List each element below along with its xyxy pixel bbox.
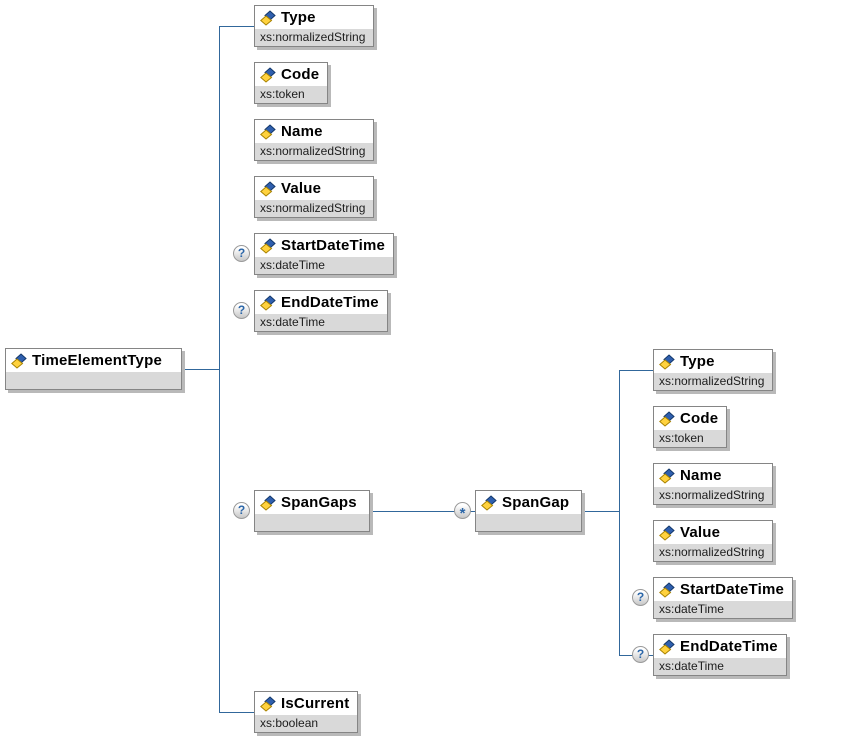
schema-node-l-code[interactable]: Code xs:token — [254, 62, 329, 104]
schema-node-l-enddatetime[interactable]: EndDateTime xs:dateTime? — [233, 290, 388, 332]
node-title-row: Type — [654, 350, 773, 373]
optional-badge: ? — [233, 245, 250, 262]
element-icon — [659, 410, 675, 427]
element-icon — [260, 123, 276, 140]
node-label: StartDateTime — [680, 581, 785, 598]
node-title-row: EndDateTime — [654, 635, 786, 658]
element-icon — [260, 180, 276, 197]
node-type-strip — [6, 372, 181, 389]
node-label: EndDateTime — [281, 294, 379, 311]
node-title-row: Value — [255, 177, 374, 200]
node-label: IsCurrent — [281, 695, 350, 712]
node-title-row: Code — [654, 407, 727, 430]
node-type-strip: xs:normalizedString — [255, 143, 374, 160]
element-icon — [659, 581, 675, 598]
node-title-row: Type — [255, 6, 374, 29]
node-type-strip: xs:dateTime — [654, 658, 786, 675]
node-type-strip: xs:token — [654, 430, 727, 447]
connector-line — [407, 511, 475, 512]
node-title-row: Name — [654, 464, 773, 487]
schema-node-l-iscurrent[interactable]: IsCurrent xs:boolean — [254, 691, 359, 733]
node-type-strip — [476, 514, 581, 531]
node-label: Type — [281, 9, 316, 26]
connector-line — [582, 511, 620, 512]
node-title-row: SpanGaps — [255, 491, 369, 514]
node-label: SpanGaps — [281, 494, 357, 511]
element-icon — [260, 66, 276, 83]
connector-line — [219, 712, 254, 713]
optional-badge: ? — [632, 589, 649, 606]
element-icon — [260, 9, 276, 26]
optional-badge: ? — [233, 502, 250, 519]
node-type-strip: xs:normalizedString — [255, 29, 374, 46]
node-type-strip: xs:normalizedString — [654, 487, 773, 504]
connector-line — [182, 369, 220, 370]
node-label: Type — [680, 353, 715, 370]
connector-line — [619, 370, 653, 371]
schema-node-root[interactable]: TimeElementType — [5, 348, 182, 390]
schema-node-l-spangaps[interactable]: SpanGaps? — [233, 490, 370, 532]
node-title-row: EndDateTime — [255, 291, 387, 314]
node-label: Code — [281, 66, 320, 83]
schema-node-r-code[interactable]: Code xs:token — [653, 406, 728, 448]
element-icon — [260, 494, 276, 511]
node-label: TimeElementType — [32, 352, 162, 369]
node-type-strip: xs:token — [255, 86, 328, 103]
node-label: Code — [680, 410, 719, 427]
node-label: StartDateTime — [281, 237, 386, 254]
node-type-strip: xs:normalizedString — [654, 544, 773, 561]
element-icon — [659, 467, 675, 484]
node-type-strip: xs:normalizedString — [654, 373, 773, 390]
node-type-strip: xs:dateTime — [654, 601, 793, 618]
repeat-badge: * — [454, 502, 471, 522]
element-icon — [659, 353, 675, 370]
node-title-row: SpanGap — [476, 491, 581, 514]
schema-node-l-type[interactable]: Type xs:normalizedString — [254, 5, 375, 47]
schema-node-r-startdatetime[interactable]: StartDateTime xs:dateTime? — [632, 577, 794, 619]
node-type-strip: xs:dateTime — [255, 257, 394, 274]
element-icon — [659, 524, 675, 541]
node-label: Name — [680, 467, 722, 484]
schema-node-l-startdatetime[interactable]: StartDateTime xs:dateTime? — [233, 233, 395, 275]
element-icon — [260, 695, 276, 712]
node-title-row: Value — [654, 521, 773, 544]
schema-node-l-value[interactable]: Value xs:normalizedString — [254, 176, 375, 218]
connector-line — [219, 26, 220, 713]
node-type-strip: xs:boolean — [255, 715, 358, 732]
node-type-strip — [255, 514, 369, 531]
schema-node-r-value[interactable]: Value xs:normalizedString — [653, 520, 774, 562]
schema-node-r-type[interactable]: Type xs:normalizedString — [653, 349, 774, 391]
connector-line — [219, 26, 254, 27]
node-title-row: Name — [255, 120, 374, 143]
optional-badge: ? — [632, 646, 649, 663]
node-type-strip: xs:normalizedString — [255, 200, 374, 217]
schema-node-spangap[interactable]: SpanGap * — [454, 490, 582, 532]
element-icon — [11, 352, 27, 369]
element-icon — [659, 638, 675, 655]
node-title-row: TimeElementType — [6, 349, 181, 372]
schema-node-l-name[interactable]: Name xs:normalizedString — [254, 119, 375, 161]
node-title-row: IsCurrent — [255, 692, 358, 715]
element-icon — [260, 237, 276, 254]
node-label: SpanGap — [502, 494, 570, 511]
schema-node-r-name[interactable]: Name xs:normalizedString — [653, 463, 774, 505]
node-title-row: Code — [255, 63, 328, 86]
node-label: EndDateTime — [680, 638, 778, 655]
node-title-row: StartDateTime — [255, 234, 394, 257]
connector-line — [370, 511, 408, 512]
node-label: Value — [281, 180, 322, 197]
node-type-strip: xs:dateTime — [255, 314, 387, 331]
node-label: Name — [281, 123, 323, 140]
node-title-row: StartDateTime — [654, 578, 793, 601]
node-label: Value — [680, 524, 721, 541]
optional-badge: ? — [233, 302, 250, 319]
element-icon — [260, 294, 276, 311]
connector-line — [619, 370, 620, 656]
element-icon — [481, 494, 497, 511]
schema-node-r-enddatetime[interactable]: EndDateTime xs:dateTime? — [632, 634, 787, 676]
